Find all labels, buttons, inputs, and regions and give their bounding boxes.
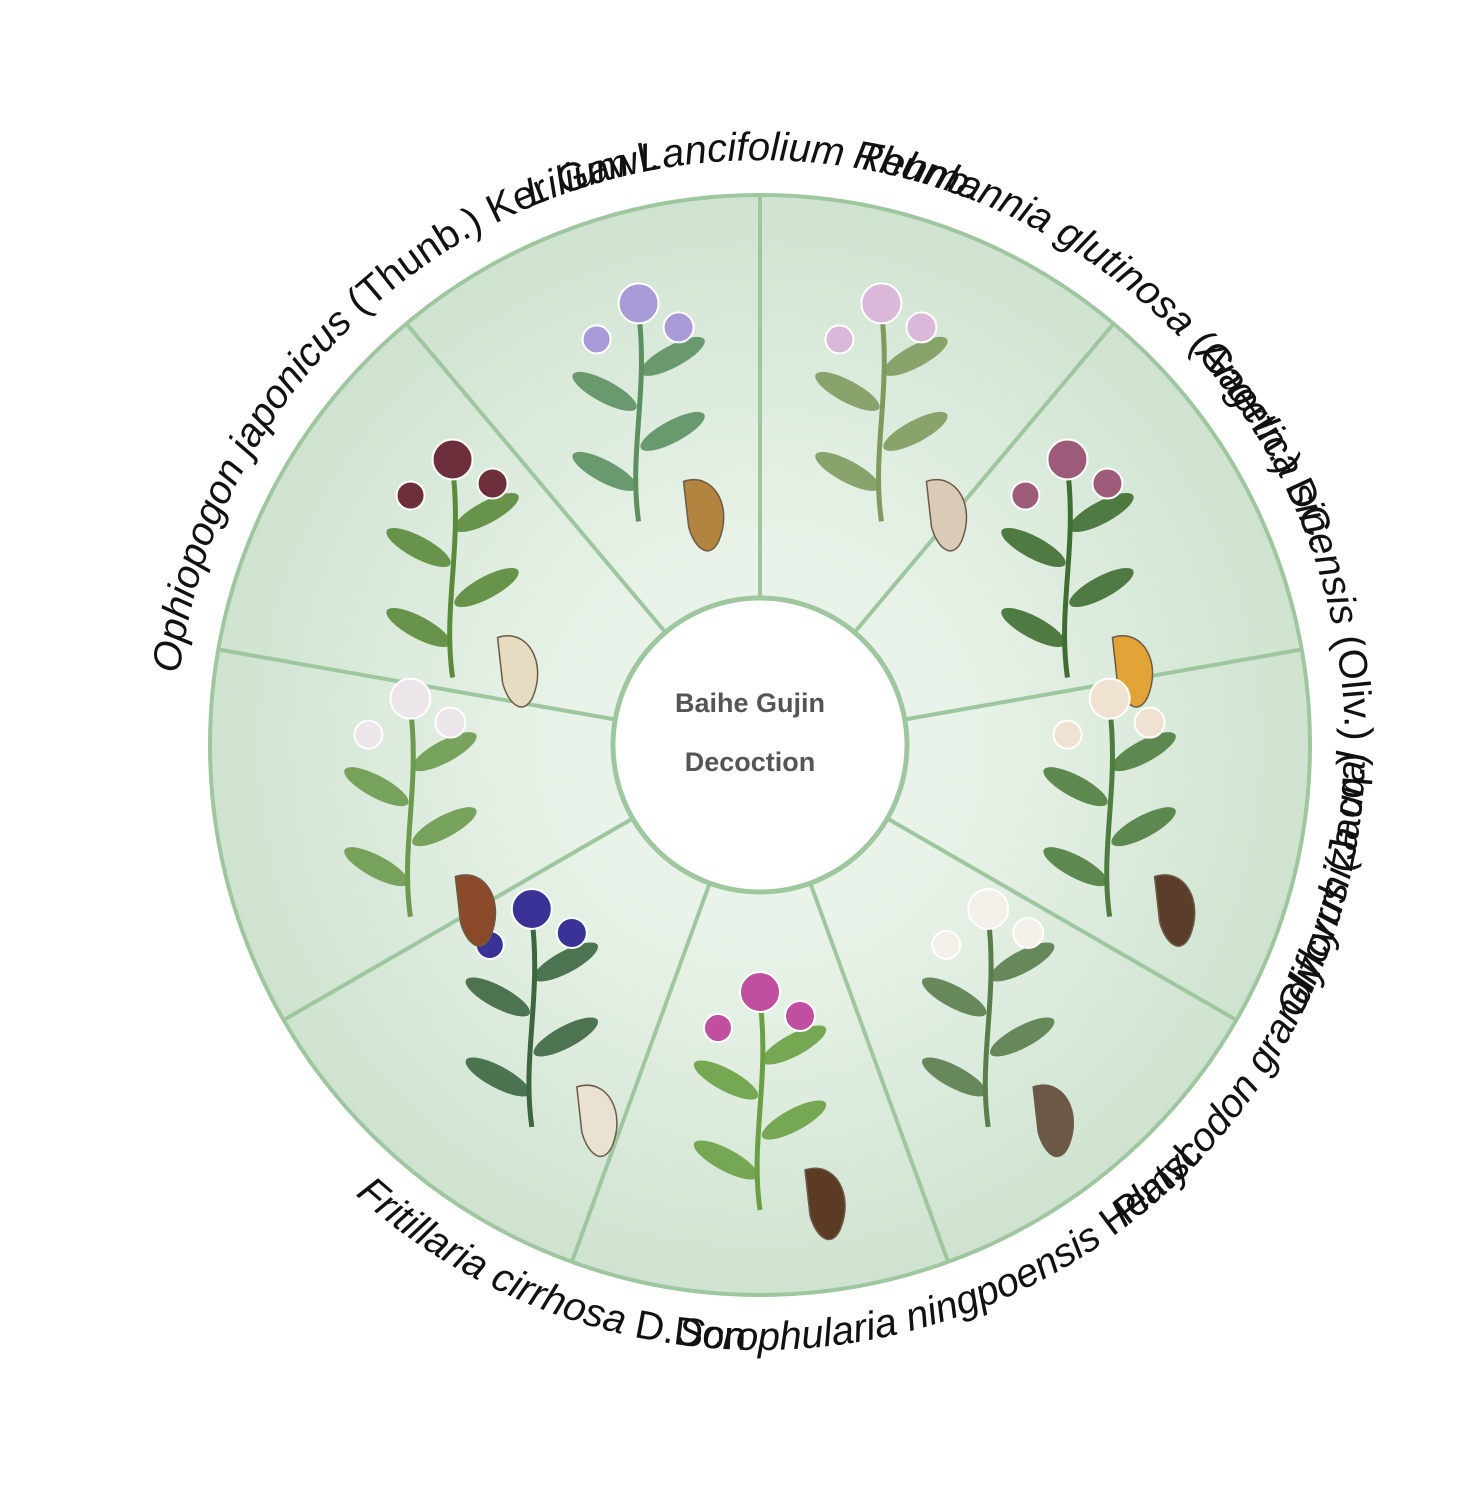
rehmannia-plant-illustration [1001,438,1154,708]
fritillary-plant-illustration [386,438,539,708]
center-title-line2: Decoction [685,747,816,777]
peony-plant-illustration [921,887,1074,1158]
sector-illustrations [344,282,1196,1241]
center-title-line1: Baihe Gujin [675,688,825,718]
figwort-plant-illustration [344,677,497,947]
sector-divider [404,322,668,634]
herb-label: Paeonia lactiflora Pall. [0,0,14,9]
sector-divider [808,882,950,1263]
lily-plant-illustration [815,282,968,552]
sector-divider [852,322,1116,634]
sector-divider [282,816,634,1022]
sector-divider [570,882,712,1263]
balloon-flower-plant-illustration [465,887,618,1158]
angelica-plant-illustration [1043,677,1196,947]
center-disc [610,595,910,895]
sector-divider [886,816,1238,1022]
licorice-plant-illustration [693,971,846,1241]
ophiopogon-plant-illustration [572,282,725,552]
